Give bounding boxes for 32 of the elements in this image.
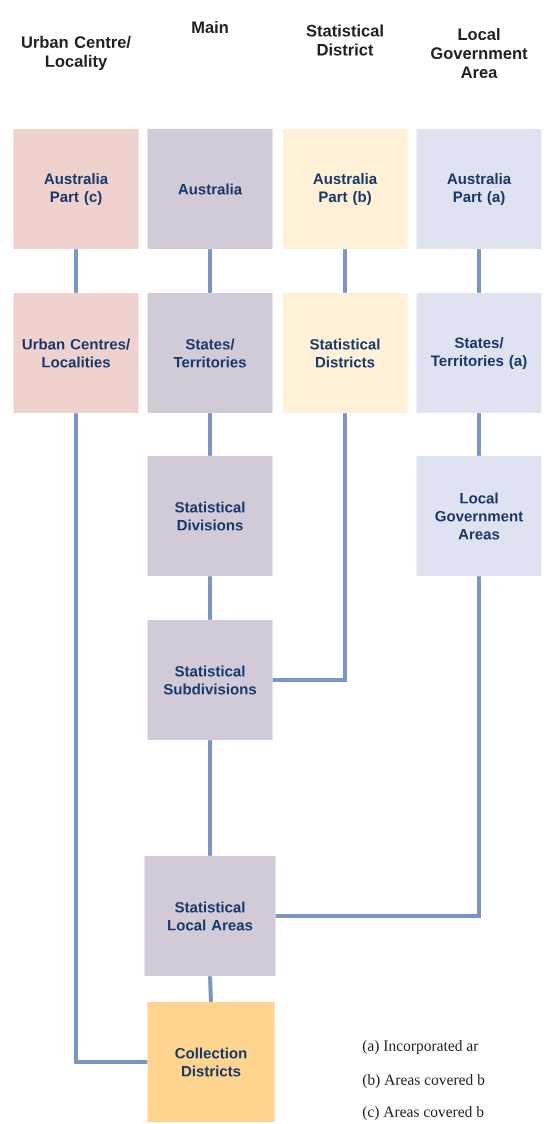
hierarchy-box: Statistical Divisions xyxy=(147,456,273,576)
connector-line xyxy=(477,413,481,456)
hierarchy-box: Australia Part (b) xyxy=(282,129,408,249)
hierarchy-box: Statistical Subdivisions xyxy=(147,620,273,740)
hierarchy-box: Australia xyxy=(147,129,273,249)
hierarchy-box: Australia Part (a) xyxy=(416,129,542,249)
footnote: (b) Areas covered b xyxy=(362,1074,485,1089)
connector-line xyxy=(208,740,212,856)
hierarchy-box: Collection Districts xyxy=(147,1002,275,1122)
connector-line xyxy=(208,576,212,620)
hierarchy-box: Statistical Local Areas xyxy=(144,856,276,976)
footnote: (a) Incorporated ar xyxy=(362,1040,479,1055)
hierarchy-box: Australia Part (c) xyxy=(13,129,139,249)
connector-line xyxy=(272,413,347,682)
connector-line xyxy=(74,249,78,293)
footnote: (c) Areas covered b xyxy=(362,1106,484,1121)
column-heading: Main xyxy=(192,20,228,34)
column-heading: Statistical District xyxy=(306,24,383,56)
connector-line xyxy=(208,413,212,456)
hierarchy-box: Urban Centres/ Localities xyxy=(13,293,139,413)
hierarchy-box: States/ Territories (a) xyxy=(416,293,542,413)
connector-line xyxy=(343,249,347,293)
connector-line xyxy=(208,976,213,1002)
hierarchy-box: Local Government Areas xyxy=(416,456,542,576)
hierarchy-box: Statistical Districts xyxy=(282,293,408,413)
column-heading: Local Government Area xyxy=(431,27,528,79)
connector-line xyxy=(74,413,148,1064)
connector-line xyxy=(275,576,481,918)
connector-line xyxy=(208,249,212,293)
connector-line xyxy=(477,249,481,293)
hierarchy-box: States/ Territories xyxy=(147,293,273,413)
column-heading: Urban Centre/ Locality xyxy=(22,35,131,71)
